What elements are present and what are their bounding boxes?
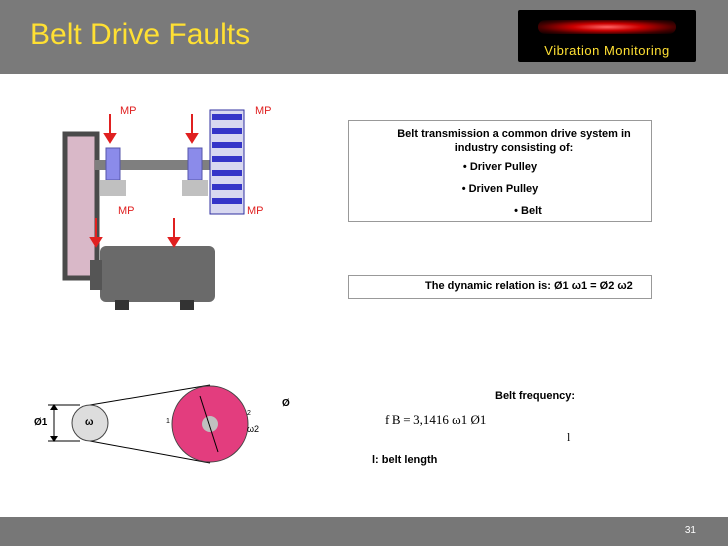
description-box: Belt transmission a common drive system … <box>348 120 652 222</box>
description-intro: Belt transmission a common drive system … <box>397 128 631 154</box>
footer-bar: 31 <box>0 517 728 546</box>
mp-label-bottom-left: MP <box>118 205 135 217</box>
mp-label-bottom-right: MP <box>247 205 264 217</box>
bearing-base-right <box>182 180 208 196</box>
bullet-belt: • Belt <box>514 205 542 217</box>
vibration-badge: Vibration Monitoring <box>518 10 696 62</box>
frequency-box: Belt frequency: f B = 3,1416 ω1 Ø1 l <box>355 386 590 448</box>
measurement-arrows <box>89 114 199 248</box>
badge-label: Vibration Monitoring <box>544 43 670 58</box>
vibration-signal-icon <box>538 20 676 34</box>
motor <box>100 246 215 302</box>
pulley-diagram <box>48 384 249 464</box>
bearing-base-left <box>100 180 126 196</box>
belt-bottom <box>89 440 211 464</box>
bullet-driver-pulley: • Driver Pulley <box>462 161 538 173</box>
mp-label-top-right: MP <box>255 105 272 117</box>
page-number: 31 <box>684 525 696 536</box>
driver-pulley <box>71 404 109 442</box>
sub-one-label: 1 <box>166 418 170 425</box>
bearing-left <box>105 147 121 181</box>
slide-title: Belt Drive Faults <box>30 18 251 51</box>
mp-label-top-left: MP <box>120 105 137 117</box>
omega-two-label: ω2 <box>247 424 260 434</box>
title-bar: Belt Drive Faults Vibration Monitoring <box>0 0 728 74</box>
motor-foot-right <box>180 300 194 310</box>
motor-shaft <box>90 260 102 290</box>
frequency-denominator: l <box>567 430 571 444</box>
belt-drive-diagram <box>62 109 245 310</box>
bullet-driven-pulley: • Driven Pulley <box>461 183 539 195</box>
driven-fan <box>209 109 245 215</box>
belt-top <box>89 384 211 406</box>
frequency-heading: Belt frequency: <box>495 390 576 402</box>
sub-two-label: 2 <box>247 410 251 417</box>
left-diameter-label: Ø1 <box>34 417 48 428</box>
shaft <box>95 160 210 170</box>
motor-foot-left <box>115 300 129 310</box>
belt-length-legend: l: belt length <box>372 454 438 466</box>
bearing-right <box>187 147 203 181</box>
center-omega-label: ω <box>85 417 94 428</box>
frequency-formula: f B = 3,1416 ω1 Ø1 <box>385 412 487 427</box>
top-diameter-label: Ø <box>282 398 290 409</box>
relation-box: The dynamic relation is: Ø1 ω1 = Ø2 ω2 <box>348 275 652 299</box>
relation-text: The dynamic relation is: Ø1 ω1 = Ø2 ω2 <box>425 280 633 292</box>
belt <box>62 131 100 281</box>
